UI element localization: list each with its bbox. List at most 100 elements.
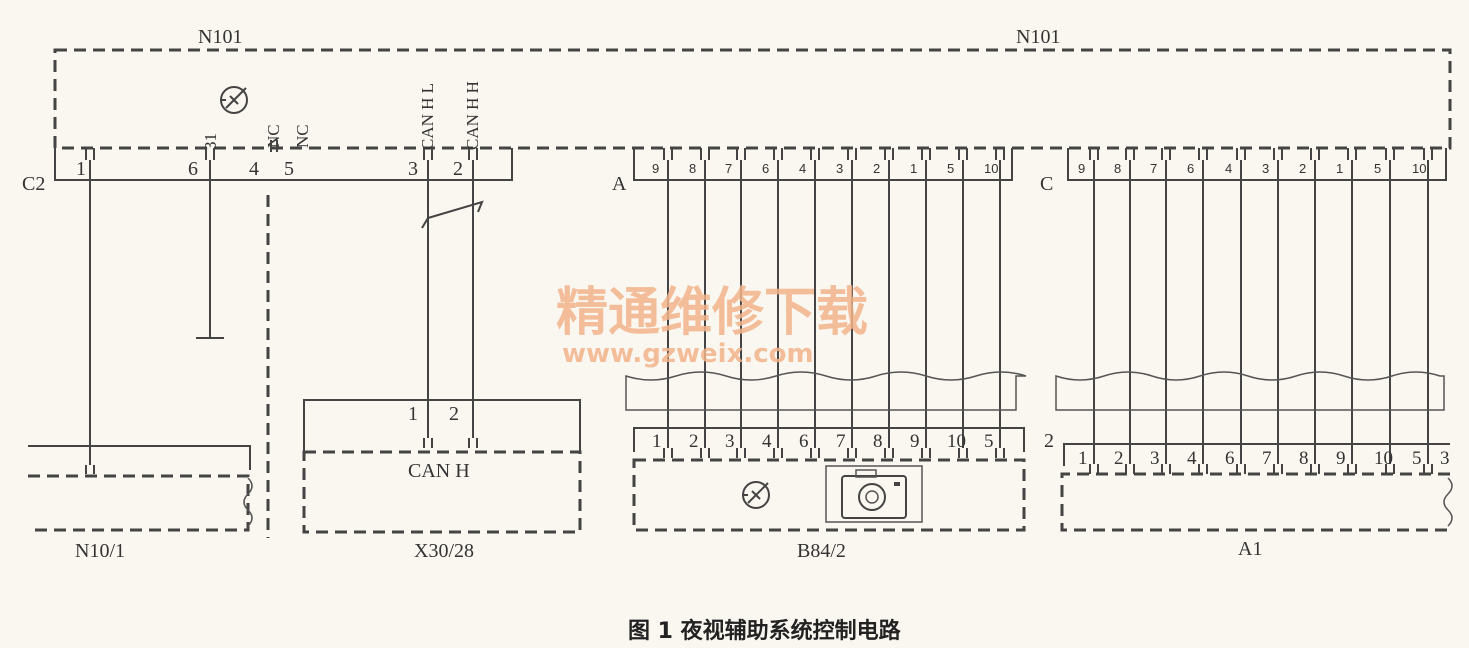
sig-nc-5: NC	[293, 124, 312, 148]
b84-2-pin-6: 6	[799, 431, 809, 452]
x30-can-h-label: CAN H	[408, 460, 470, 482]
connector-c-tab	[1161, 148, 1171, 160]
a1-pin-9: 9	[1336, 448, 1346, 469]
b84-2-box	[632, 458, 1026, 532]
connector-c-tab	[1089, 148, 1099, 160]
a1-connector	[1063, 443, 1450, 466]
b84-2-tab	[921, 448, 931, 458]
a1-tab	[1161, 464, 1171, 474]
b84-2-tab	[736, 448, 746, 458]
connector-c-pin-5: 5	[1374, 161, 1381, 176]
a1-pin-2: 2	[1114, 448, 1124, 469]
connector-c-pin-9: 9	[1078, 161, 1085, 176]
connector-a-pin-7: 7	[725, 161, 732, 176]
b84-2-tab	[773, 448, 783, 458]
a1-pin-3: 3	[1440, 448, 1450, 469]
connector-c-pin-1: 1	[1336, 161, 1343, 176]
n101-pin-tabs	[85, 140, 478, 160]
x30-28-connector	[303, 399, 581, 452]
b84-2-label: B84/2	[797, 540, 846, 562]
connector-a-pin-10: 10	[984, 161, 998, 176]
connector-a-tab	[958, 148, 968, 160]
connector-a-tab	[700, 148, 710, 160]
watermark-cn: 精通维修下载	[556, 283, 868, 343]
n10-1-break	[243, 477, 253, 527]
a1-tab	[1089, 464, 1099, 474]
connector-a-pin-4: 4	[799, 161, 806, 176]
b84-2-pin-7: 7	[836, 431, 846, 452]
n101-pin-6: 6	[188, 158, 198, 180]
x30-pin-1: 1	[408, 403, 418, 425]
connector-a-pin-1: 1	[910, 161, 917, 176]
b84-2-tab	[663, 448, 673, 458]
connector-a-tab	[847, 148, 857, 160]
a1-pin-6: 6	[1225, 448, 1235, 469]
connector-c-pin-4: 4	[1225, 161, 1232, 176]
connector-c-pin-3: 3	[1262, 161, 1269, 176]
x30-pin-2: 2	[449, 403, 459, 425]
sig-nc-4: NC	[264, 124, 283, 148]
b84-2-tab	[995, 448, 1005, 458]
n101-pin-1: 1	[76, 158, 86, 180]
connector-c-tab	[1125, 148, 1135, 160]
connector-a-tab	[921, 148, 931, 160]
connector-c-tab	[1385, 148, 1395, 160]
x30-28-label: X30/28	[414, 540, 474, 562]
b84-2-pin-9: 9	[910, 431, 920, 452]
x30-pin-tabs	[423, 438, 478, 448]
camera-icon	[825, 465, 923, 523]
connector-a-tab	[773, 148, 783, 160]
connector-a-bar	[633, 148, 1013, 181]
watermark-url: www.gzweix.com	[562, 339, 814, 369]
break-box-c	[1055, 371, 1445, 411]
b84-2-pin-3: 3	[725, 431, 735, 452]
connector-c-tab	[1198, 148, 1208, 160]
b84-2-pin-8: 8	[873, 431, 883, 452]
a1-tab	[1310, 464, 1320, 474]
a1-tab	[1198, 464, 1208, 474]
a1-tab	[1385, 464, 1395, 474]
connector-a-pin-2: 2	[873, 161, 880, 176]
a1-tab	[1236, 464, 1246, 474]
connector-a-pin-9: 9	[652, 161, 659, 176]
b84-transistor-icon	[742, 481, 770, 509]
n101-label-left: N101	[198, 26, 242, 48]
n101-pin-4: 4	[249, 158, 259, 180]
connector-c-label: C	[1040, 173, 1053, 195]
b84-2-pin-1: 1	[652, 431, 662, 452]
break-box-a	[625, 371, 1027, 411]
connector-c-tab	[1236, 148, 1246, 160]
a1-pin-7: 7	[1262, 448, 1272, 469]
a1-pin-4: 4	[1187, 448, 1197, 469]
connector-c2-bar	[54, 148, 513, 181]
connector-c-pin-10: 10	[1412, 161, 1426, 176]
b84-2-tab	[847, 448, 857, 458]
figure-caption: 图 1 夜视辅助系统控制电路	[628, 618, 902, 644]
a1-pin-1: 1	[1078, 448, 1088, 469]
connector-c-pin-6: 6	[1187, 161, 1194, 176]
connector-c-tab	[1423, 148, 1433, 160]
b84-2-pin-5: 5	[984, 431, 994, 452]
b84-2-connector	[633, 427, 1025, 452]
connector-c-tab	[1347, 148, 1357, 160]
can-twist	[421, 200, 484, 229]
b84-2-pin-4: 4	[762, 431, 772, 452]
n101-label-right: N101	[1016, 26, 1060, 48]
a1-label: A1	[1238, 538, 1262, 560]
transistor-icon	[220, 86, 248, 114]
a1-pin-3: 3	[1150, 448, 1160, 469]
a1-box	[1060, 472, 1450, 532]
a1-pin-10: 10	[1374, 448, 1393, 469]
n10-1-top	[28, 445, 251, 470]
connector-a-pin-5: 5	[947, 161, 954, 176]
a1-side-label: 2	[1044, 430, 1054, 452]
connector-a-label: A	[612, 173, 627, 195]
a1-tab	[1125, 464, 1135, 474]
a1-break	[1443, 477, 1453, 527]
connector-a-pin-6: 6	[762, 161, 769, 176]
b84-2-tab	[700, 448, 710, 458]
connector-a-pin-3: 3	[836, 161, 843, 176]
connector-a-tab	[995, 148, 1005, 160]
n101-pin-5: 5	[284, 158, 294, 180]
